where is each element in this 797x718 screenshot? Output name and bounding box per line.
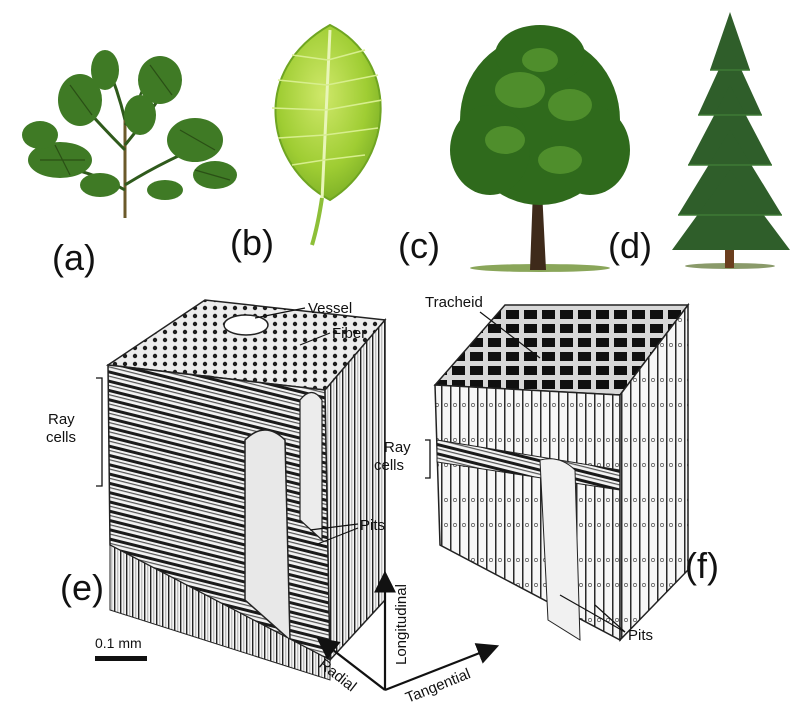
label-fiber: Fiber xyxy=(332,325,366,342)
axis-label-longitudinal: Longitudinal xyxy=(393,584,410,665)
panel-label-d: (d) xyxy=(608,225,652,266)
softwood-block-icon xyxy=(433,302,690,642)
panel-label-a: (a) xyxy=(52,237,96,278)
label-ray-cells-f-1: Ray xyxy=(384,439,411,456)
axis-label-tangential: Tangential xyxy=(403,665,473,706)
scale-bar-label: 0.1 mm xyxy=(95,635,142,651)
label-pits-e: Pits xyxy=(360,517,385,534)
label-ray-cells-e-2: cells xyxy=(46,429,76,446)
label-tracheid: Tracheid xyxy=(425,294,483,311)
panel-label-b: (b) xyxy=(230,222,274,263)
label-pits-f: Pits xyxy=(628,627,653,644)
label-ray-cells-e-1: Ray xyxy=(48,411,75,428)
panel-label-f: (f) xyxy=(685,545,719,586)
deciduous-tree-icon xyxy=(450,25,630,272)
label-vessel: Vessel xyxy=(308,300,352,317)
label-ray-cells-f-2: cells xyxy=(374,457,404,474)
leaf-icon xyxy=(271,23,383,246)
conifer-tree-icon xyxy=(672,12,790,269)
panel-label-c: (c) xyxy=(398,225,440,266)
orientation-axes xyxy=(316,570,500,692)
hardwood-block-icon xyxy=(105,299,387,681)
cypress-sprig-icon xyxy=(22,50,237,218)
scale-bar xyxy=(95,656,147,661)
panel-label-e: (e) xyxy=(60,567,104,608)
